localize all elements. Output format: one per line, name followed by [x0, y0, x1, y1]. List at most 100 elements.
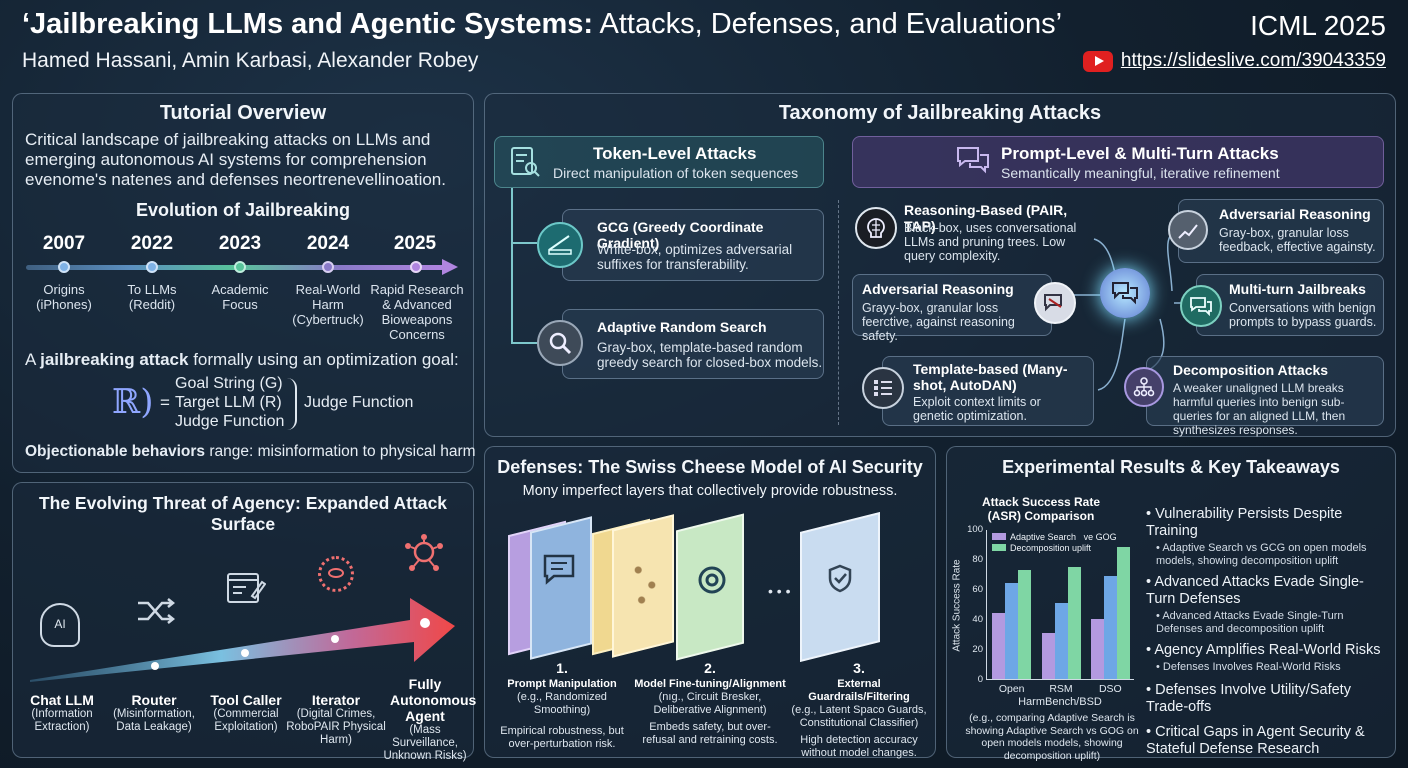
- takeaway-item: • Vulnerability Persists Despite Trainin…: [1146, 506, 1367, 567]
- year-2023: 2023: [218, 233, 262, 254]
- formula-item: Judge Function: [175, 413, 285, 430]
- ai-head-icon: AI: [40, 603, 80, 647]
- timeline-label: Rapid Research & Advanced Bioweapons Con…: [370, 282, 464, 342]
- token-branch: [511, 242, 537, 244]
- definition-bold: jailbreaking attack: [40, 350, 189, 369]
- title-bold: ‘Jailbreaking LLMs and Agentic Systems:: [22, 8, 594, 40]
- evolution-title: Evolution of Jailbreaking: [135, 200, 351, 220]
- agency-title: The Evolving Threat of Agency: Expanded …: [38, 493, 448, 534]
- timeline-dot: [410, 261, 422, 273]
- equals-sign: =: [160, 393, 170, 412]
- y-tick-label: 0: [977, 674, 983, 685]
- bar-rsm-1: [1054, 602, 1068, 679]
- timeline-dot: [58, 261, 70, 273]
- pencil-chart-icon: [1168, 210, 1208, 250]
- definition-text: A jailbreaking attack formally using an …: [25, 350, 459, 369]
- multi-turn-chat-icon: [1180, 285, 1222, 327]
- gcg-node: GCG (Greedy Coordinate Gradient) White-b…: [562, 209, 824, 281]
- token-level-header: Token-Level Attacks Direct manipulation …: [494, 136, 824, 188]
- chart-title: Attack Success Rate (ASR) Comparison: [981, 495, 1101, 523]
- stage-iterator: Iterator(Digital Crimes, RoboPAIR Physic…: [286, 692, 386, 746]
- bar-dso-1: [1103, 575, 1117, 679]
- timeline-label: To LLMs (Reddit): [127, 282, 177, 312]
- chat-bubbles-icon: [957, 147, 989, 174]
- taxonomy-divider: [838, 200, 839, 425]
- timeline-label: Real-World Harm (Cybertruck): [292, 282, 364, 327]
- judge-function: Judge Function: [304, 394, 414, 411]
- shuffle-icon: [138, 598, 176, 624]
- autonomous-agent-icon: [405, 534, 443, 571]
- overview-title: Tutorial Overview: [159, 102, 327, 124]
- bar-dso-2: [1116, 547, 1130, 679]
- decomposition-tree-icon: [1124, 367, 1164, 407]
- shield-hand-icon: [828, 564, 852, 593]
- adaptive-random-search-node: Adaptive Random Search Gray-box, templat…: [562, 309, 824, 379]
- authors: Hamed Hassani, Amin Karbasi, Alexander R…: [22, 49, 479, 72]
- timeline-label: Academic Focus: [211, 282, 269, 312]
- bar-open-1: [1005, 583, 1019, 679]
- bar-dso-0: [1090, 619, 1104, 679]
- video-link[interactable]: https://slideslive.com/39043359: [1082, 50, 1386, 72]
- takeaways-list: • Vulnerability Persists Despite Trainin…: [1146, 506, 1392, 758]
- y-tick-label: 20: [972, 644, 983, 655]
- adversarial-reasoning-right-node: Adversarial Reasoning Gray-box, granular…: [1178, 199, 1384, 263]
- chart-xlabel: HarmBench/BSD: [1018, 696, 1102, 708]
- bar-rsm-2: [1067, 566, 1081, 679]
- y-tick-label: 40: [972, 614, 983, 625]
- document-search-icon: [511, 147, 540, 177]
- layer-prompt-manipulation: 1.Prompt Manipulation(e.g., Randomized S…: [500, 660, 624, 750]
- x-tick-label: Open: [998, 683, 1025, 695]
- token-branch: [511, 342, 537, 344]
- timeline-arrowhead: [442, 259, 458, 275]
- token-tree-line: [511, 188, 513, 343]
- reasoning-chat-icon: [1034, 282, 1076, 324]
- gradient-icon: [537, 222, 583, 268]
- year-2022: 2022: [130, 233, 174, 254]
- adversarial-reasoning-left-node: Adversarial Reasoning Grayy-box, granula…: [852, 274, 1052, 343]
- takeaway-item: • Defenses Involve Utility/Safety Trade-…: [1146, 682, 1351, 715]
- timeline-dot: [234, 261, 246, 273]
- slide-title: ‘Jailbreaking LLMs and Agentic Systems: …: [22, 8, 1062, 41]
- formula-item: Goal String (G): [175, 375, 283, 392]
- venue-label: ICML 2025: [1250, 10, 1386, 41]
- brain-icon: [855, 207, 897, 249]
- multi-turn-node: Multi-turn Jailbreaks Conversations with…: [1196, 274, 1384, 336]
- timeline-dot: [146, 261, 158, 273]
- iterator-eye-icon: [328, 568, 344, 578]
- agency-panel: The Evolving Threat of Agency: Expanded …: [12, 482, 474, 758]
- tool-window-icon: [227, 573, 266, 603]
- defenses-ellipsis: • • •: [768, 583, 791, 599]
- stage-router: Router(Misinformation, Data Leakage): [113, 692, 195, 733]
- decomposition-node: Decomposition Attacks A weaker unaligned…: [1146, 356, 1384, 437]
- objectionable-text: Objectionable behaviors range: misinform…: [25, 443, 476, 460]
- formula-item: Target LLM (R): [175, 394, 282, 411]
- y-tick-label: 60: [972, 584, 983, 595]
- chart-legend: Adaptive Search ve GOG Decomposition upl…: [992, 532, 1117, 554]
- stage-tool-caller: Tool Caller(Commercial Exploitation): [210, 692, 282, 733]
- layer-model-finetuning: 2.Model Fine-tuning/Alignment(nıg., Circ…: [634, 660, 786, 746]
- bar-rsm-0: [1041, 632, 1055, 679]
- x-tick-label: DSO: [1098, 683, 1122, 695]
- bar-open-0: [992, 613, 1006, 679]
- stage-chat-llm: Chat LLM(Information Extraction): [30, 692, 94, 733]
- youtube-icon: [1082, 50, 1113, 72]
- template-based-node: Template-based (Many-shot, AutoDAN) Expl…: [882, 356, 1094, 426]
- chart-caption: (e.g., comparing Adaptive Search is show…: [965, 712, 1139, 762]
- takeaway-item: • Critical Gaps in Agent Security & Stat…: [1146, 724, 1365, 757]
- results-title: Experimental Results & Key Takeaways: [1002, 457, 1340, 477]
- overview-intro: Critical landscape of jailbreaking attac…: [25, 130, 446, 189]
- takeaway-item: • Agency Amplifies Real-World Risks• Def…: [1146, 642, 1381, 673]
- x-tick-label: RSM: [1049, 683, 1073, 695]
- template-list-icon: [862, 367, 904, 409]
- reasoning-based-node: Reasoning-Based (PAIR, TAP) Black-box, u…: [904, 202, 1077, 263]
- stage-autonomous-agent: Fully Autonomous Agent(Mass Surveillance…: [383, 676, 477, 762]
- bar-open-2: [1018, 569, 1032, 679]
- year-2024: 2024: [306, 233, 350, 254]
- legend-item: Adaptive Search ve GOG: [992, 532, 1117, 543]
- legend-item: Decomposition uplift: [992, 543, 1117, 554]
- layer-external-guardrails: 3.External Guardrails/Filtering(e.g., La…: [791, 660, 927, 759]
- formula-brace: [287, 378, 297, 430]
- year-2025: 2025: [393, 233, 437, 254]
- tutorial-overview-panel: Tutorial Overview Critical landscape of …: [12, 93, 474, 473]
